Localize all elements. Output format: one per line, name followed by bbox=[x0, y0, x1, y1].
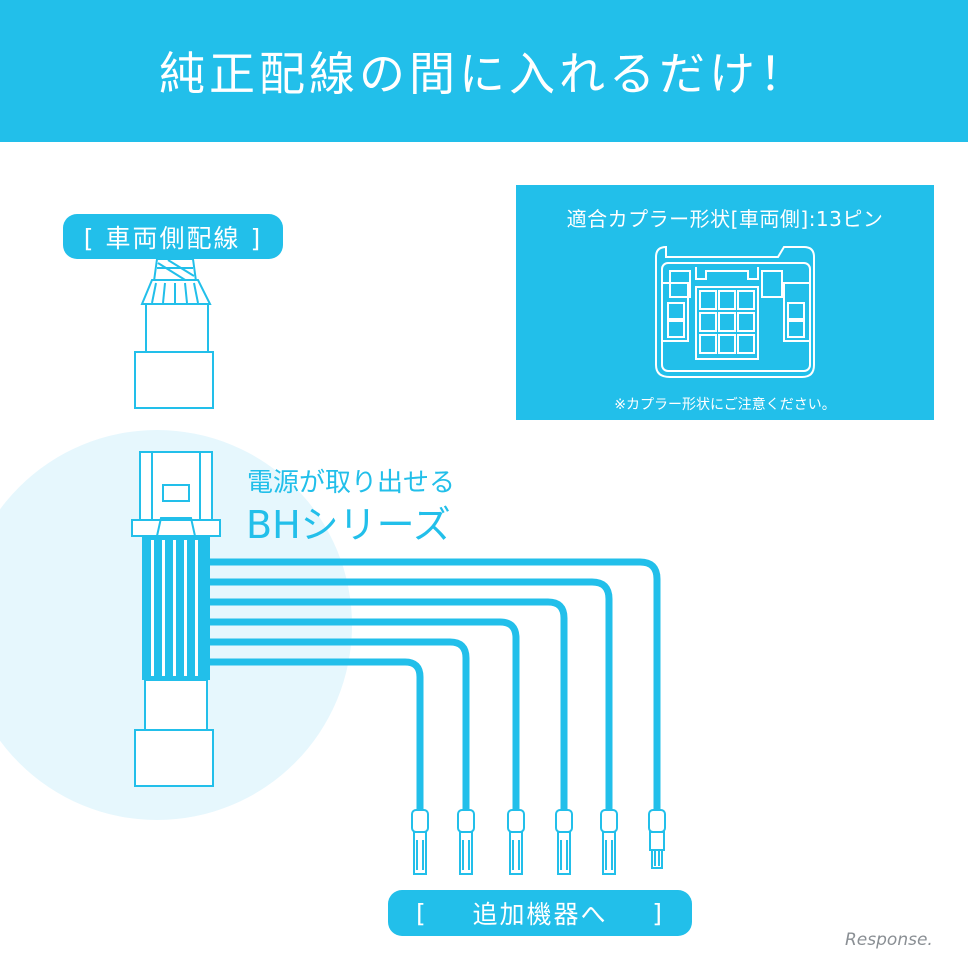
branch-wires bbox=[208, 558, 661, 810]
vehicle-connector-icon bbox=[134, 258, 214, 409]
harness-bottom-connector bbox=[134, 679, 214, 787]
additional-devices-text: 追加機器へ bbox=[472, 900, 608, 929]
bracket-close: ] bbox=[652, 898, 664, 928]
harness-wire-gaps bbox=[151, 540, 198, 676]
header-banner: 純正配線の間に入れるだけ！ bbox=[0, 0, 968, 142]
coupler-spec-panel: 適合カプラー形状[車両側]:13ピン ※カプラー形状にご注意ください。 bbox=[516, 185, 934, 420]
coupler-13pin-icon bbox=[655, 245, 815, 378]
additional-devices-label: [ 追加機器へ ] bbox=[388, 890, 692, 936]
terminal-icon bbox=[411, 809, 666, 875]
series-tagline: 電源が取り出せる bbox=[247, 468, 456, 498]
coupler-spec-note: ※カプラー形状にご注意ください。 bbox=[614, 397, 836, 413]
page-title: 純正配線の間に入れるだけ！ bbox=[159, 47, 809, 101]
response-watermark: Response. bbox=[845, 930, 933, 950]
vehicle-wiring-label: [ 車両側配線 ] bbox=[63, 214, 283, 259]
coupler-spec-title: 適合カプラー形状[車両側]:13ピン bbox=[566, 207, 884, 231]
bracket-open: [ bbox=[416, 898, 428, 928]
harness-connector-icon bbox=[131, 451, 221, 537]
series-name: BHシリーズ bbox=[246, 503, 451, 547]
